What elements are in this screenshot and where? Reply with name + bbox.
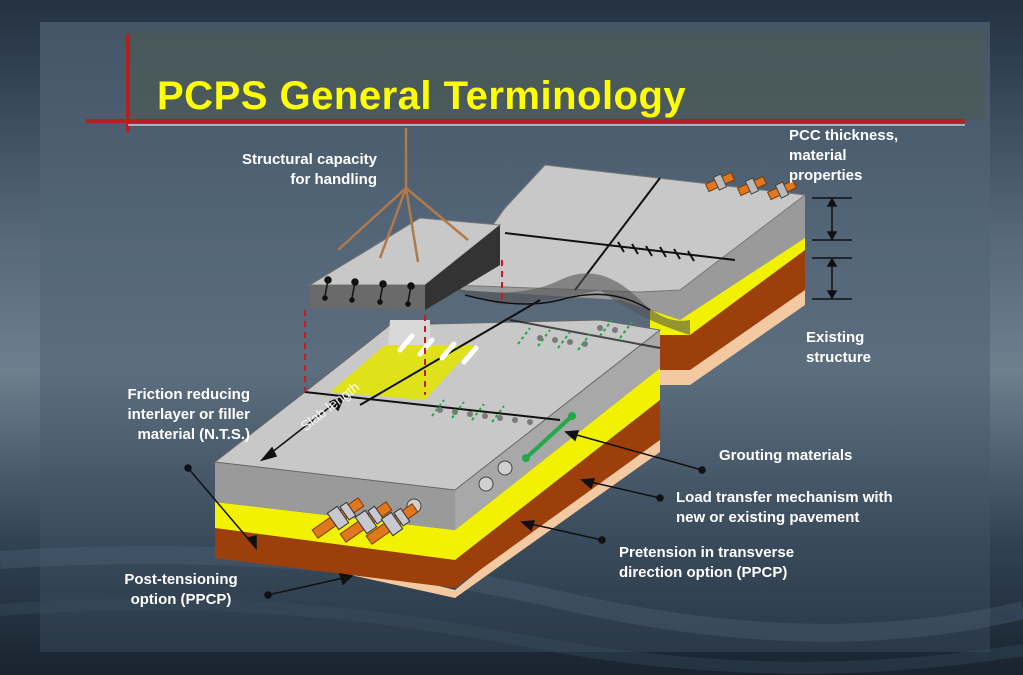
label-grouting-materials: Grouting materials	[719, 447, 853, 464]
back-bolts-icon	[704, 171, 798, 201]
lifting-cables-icon	[337, 128, 469, 263]
existing-pavement	[449, 164, 807, 385]
label-pcc-thickness: PCC thickness, material properties	[789, 127, 899, 184]
label-existing-structure: Existing structure	[806, 329, 872, 366]
suspended-panel	[304, 128, 503, 395]
label-load-transfer: Load transfer mechanism with new or exis…	[676, 489, 893, 526]
label-structural-capacity: Structural capacity for handling	[241, 151, 377, 188]
callout-lines	[184, 430, 706, 599]
page-title: PCPS General Terminology	[157, 74, 687, 118]
label-pretension: Pretension in transverse direction optio…	[619, 544, 795, 581]
label-friction-reducing: Friction reducing interlayer or filler m…	[127, 386, 250, 443]
thickness-dimension-arrows	[812, 197, 852, 300]
label-post-tensioning: Post-tensioning option (PPCP)	[124, 571, 238, 608]
post-tension-bolts-icon	[311, 497, 419, 545]
new-precast-panel	[213, 299, 662, 598]
